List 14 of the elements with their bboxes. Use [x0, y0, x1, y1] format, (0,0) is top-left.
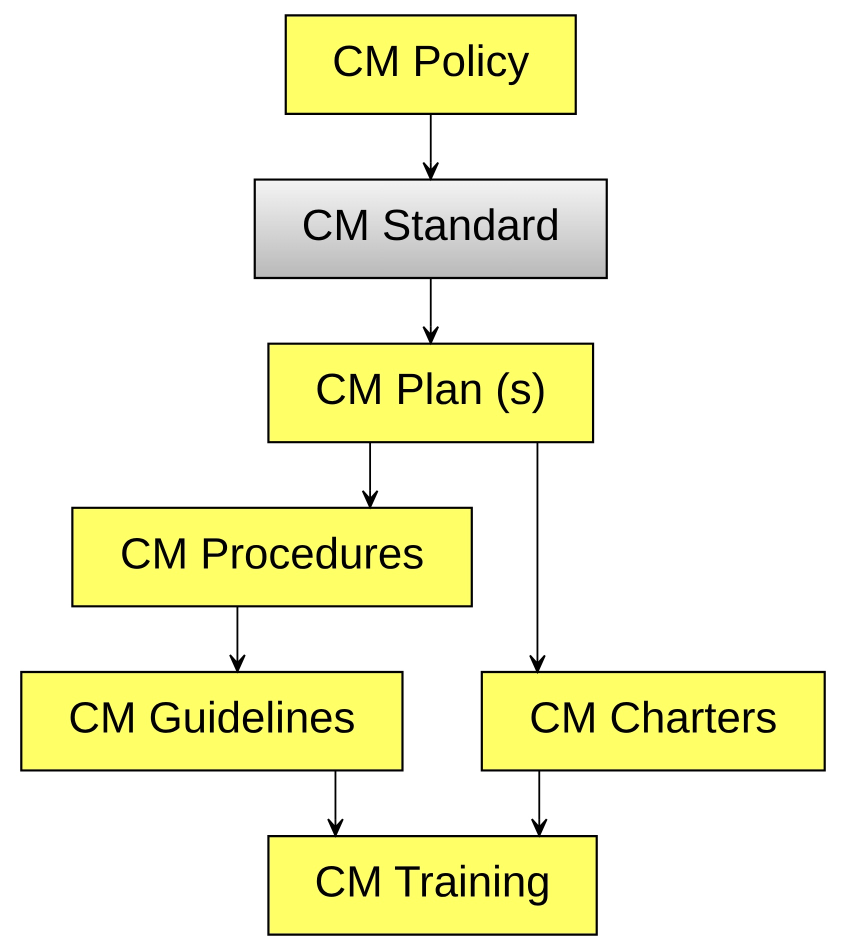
node-box: CM Plan (s)	[266, 342, 594, 444]
arrow	[326, 770, 344, 836]
arrow	[528, 442, 546, 673]
arrow	[361, 442, 378, 508]
node-box: CM Charters	[480, 670, 826, 772]
arrow	[228, 606, 246, 672]
node-box: CM Policy	[284, 14, 576, 115]
node-box: CM Procedures	[70, 506, 472, 608]
arrow	[422, 114, 439, 180]
node-box: CM Standard	[253, 178, 608, 280]
node-box: CM Guidelines	[20, 670, 404, 772]
arrow	[422, 278, 439, 344]
node-box: CM Training	[266, 835, 598, 936]
arrow	[530, 770, 548, 836]
